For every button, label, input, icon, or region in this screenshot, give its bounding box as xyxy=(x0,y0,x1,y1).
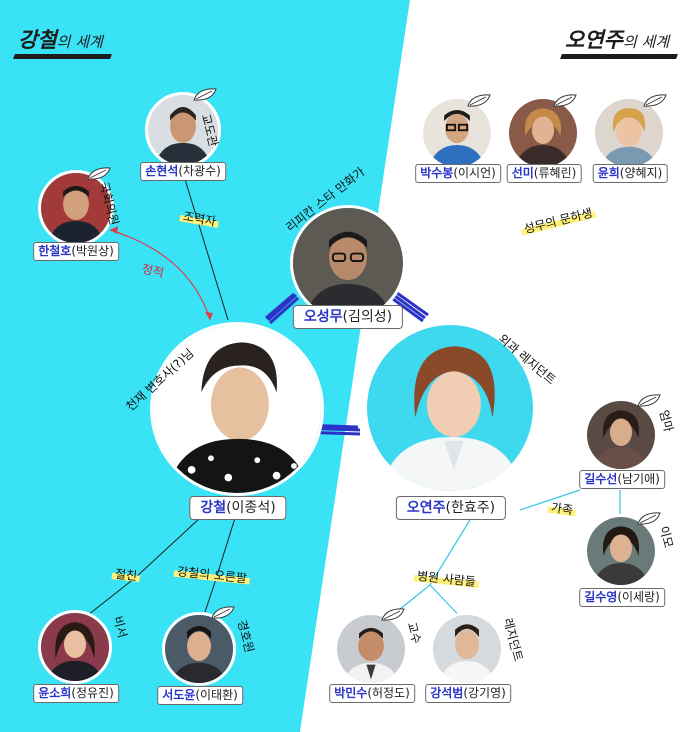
name-kang: 강철 xyxy=(200,500,227,516)
actor-kang: (이종석) xyxy=(226,500,276,516)
actor-yoon: (정유진) xyxy=(71,686,114,700)
line-best-yoon xyxy=(87,577,136,616)
name-park-ms: 박민수 xyxy=(334,686,368,700)
name-son: 손현석 xyxy=(145,164,179,178)
label-park-sb: 박수봉(이시언) xyxy=(415,164,501,183)
line-assist-osm xyxy=(404,195,541,251)
leaf-icon xyxy=(193,88,217,101)
name-kang-sb: 강석범 xyxy=(430,686,464,700)
actor-kang-sb: (강기영) xyxy=(463,686,506,700)
leaf-icon xyxy=(637,512,661,525)
label-son: 손현석(차광수) xyxy=(140,162,226,181)
actor-son: (차광수) xyxy=(178,164,221,178)
label-gil-ss: 길수선(남기애) xyxy=(579,470,665,489)
portrait-seo xyxy=(162,612,236,686)
scribble-kang-osm xyxy=(265,292,299,325)
name-oh-sm: 오성무 xyxy=(303,309,343,325)
label-park-ms: 박민수(허정도) xyxy=(329,684,415,703)
line-family-ohyj xyxy=(519,489,581,511)
actor-sunmi: (류혜린) xyxy=(533,166,577,180)
relation-family-text: 가족 xyxy=(547,500,577,518)
leaf-icon xyxy=(643,94,667,107)
label-kang-sb: 강석범(강기영) xyxy=(425,684,511,703)
character-seo: 서도윤(이태환) xyxy=(157,612,243,710)
actor-yunhee: (양혜지) xyxy=(619,166,663,180)
actor-oh-sm: (김의성) xyxy=(342,309,393,325)
actor-park-sb: (이시언) xyxy=(453,166,496,180)
character-yoon: 윤소희(정유진) xyxy=(33,610,119,710)
label-oh-yj: 오연주(한효주) xyxy=(395,496,507,520)
right-world-title: 오연주의 세계 xyxy=(560,24,679,59)
name-park-sb: 박수봉 xyxy=(420,166,454,180)
character-kang-sb: 강석범(강기영) xyxy=(425,612,511,710)
name-gil-ss: 길수선 xyxy=(584,472,618,486)
character-yunhee: 윤희(양혜지) xyxy=(592,96,668,192)
actor-oh-yj: (한효주) xyxy=(445,500,496,516)
left-world-suffix: 의 세계 xyxy=(56,33,103,51)
enemy-arrow xyxy=(109,229,211,321)
left-world-name: 강철 xyxy=(18,28,57,52)
line-kang-best xyxy=(134,517,201,579)
right-world-name: 오연주 xyxy=(565,28,623,52)
label-kang: 강철(이종석) xyxy=(189,496,287,520)
leaf-icon xyxy=(211,606,235,619)
left-world-title: 강철의 세계 xyxy=(13,24,112,59)
right-world-suffix: 의 세계 xyxy=(622,33,670,51)
label-seo: 서도윤(이태환) xyxy=(157,686,243,705)
portrait-yunhee xyxy=(592,96,666,170)
character-han: 한철호(박원상) xyxy=(33,170,119,270)
name-oh-yj: 오연주 xyxy=(406,500,446,516)
label-oh-sm: 오성무(김의성) xyxy=(292,305,404,329)
name-sunmi: 선미 xyxy=(511,166,534,180)
relation-best-friend-text: 절친 xyxy=(111,566,141,584)
actor-gil-ss: (남기애) xyxy=(617,472,660,486)
actor-seo: (이태환) xyxy=(195,688,238,702)
portrait-oh-yj xyxy=(364,322,536,494)
label-yunhee: 윤희(양혜지) xyxy=(592,164,668,183)
label-yoon: 윤소희(정유진) xyxy=(33,684,119,703)
leaf-icon xyxy=(637,394,661,407)
relation-enemy-text: 정적 xyxy=(140,261,166,281)
character-kang: 강철(이종석) xyxy=(150,322,326,522)
name-yoon: 윤소희 xyxy=(38,686,72,700)
leaf-icon xyxy=(467,94,491,107)
character-park-ms: 박민수(허정도) xyxy=(329,612,415,710)
portrait-kang-sb xyxy=(430,612,504,686)
actor-han: (박원상) xyxy=(71,244,114,258)
portrait-yoon xyxy=(38,610,112,684)
leaf-icon xyxy=(87,167,111,180)
character-gil-sy: 길수영(이세랑) xyxy=(579,514,665,610)
character-son: 손현석(차광수) xyxy=(140,92,226,192)
label-sunmi: 선미(류혜린) xyxy=(506,164,582,183)
character-oh-yj: 오연주(한효주) xyxy=(364,322,538,522)
relation-best-friend: 절친 xyxy=(111,565,141,585)
leaf-icon xyxy=(381,608,405,621)
character-park-sb: 박수봉(이시언) xyxy=(415,96,501,192)
line-right-seo xyxy=(204,581,216,613)
portrait-gil-sy xyxy=(584,514,658,588)
actor-park-ms: (허정도) xyxy=(367,686,410,700)
character-sunmi: 선미(류혜린) xyxy=(506,96,582,192)
left-world-underline xyxy=(13,54,112,59)
name-gil-sy: 길수영 xyxy=(584,590,618,604)
name-seo: 서도윤 xyxy=(162,688,196,702)
name-yunhee: 윤희 xyxy=(597,166,620,180)
portrait-kang xyxy=(150,322,324,496)
scribble-osm-ohyj xyxy=(392,291,429,323)
name-han: 한철호 xyxy=(38,244,72,258)
character-gil-ss: 길수선(남기애) xyxy=(579,398,665,494)
character-oh-sm: 오성무(김의성) xyxy=(290,205,406,333)
portrait-gil-ss xyxy=(584,398,658,472)
label-han: 한철호(박원상) xyxy=(33,242,119,261)
line-son-kang xyxy=(183,175,229,321)
actor-gil-sy: (이세랑) xyxy=(617,590,660,604)
portrait-son xyxy=(145,92,221,168)
right-world-underline xyxy=(560,54,679,59)
label-gil-sy: 길수영(이세랑) xyxy=(579,588,665,607)
portrait-oh-sm xyxy=(290,205,406,321)
leaf-icon xyxy=(553,94,577,107)
portrait-park-sb xyxy=(420,96,494,170)
